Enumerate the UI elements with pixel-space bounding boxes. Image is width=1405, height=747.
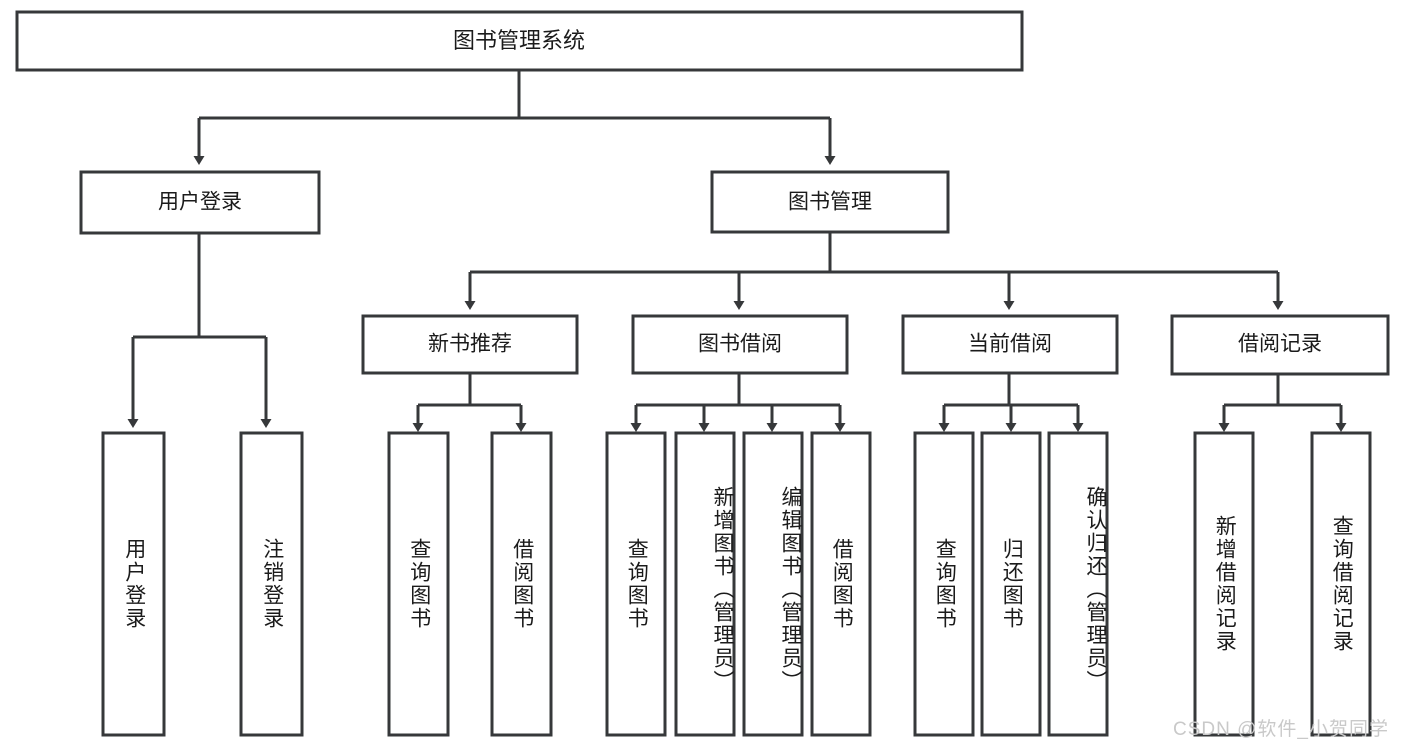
node-book-borrow[interactable]: 图书借阅 bbox=[631, 314, 849, 375]
node-borrow-record[interactable]: 借阅记录 bbox=[1170, 314, 1390, 376]
node-book-borrow-label: 图书借阅 bbox=[698, 333, 782, 356]
node-borrow-record-label: 借阅记录 bbox=[1238, 333, 1322, 356]
leaf-box-borrow-1[interactable] bbox=[605, 431, 667, 737]
node-book-manage-label: 图书管理 bbox=[788, 191, 872, 214]
leaf-box-new-book-1[interactable] bbox=[387, 431, 450, 737]
leaf-box-user-login-1[interactable] bbox=[101, 431, 166, 737]
csdn-watermark: CSDN @软件_小贺同学 bbox=[1173, 719, 1389, 740]
node-new-book-recommend-label: 新书推荐 bbox=[428, 333, 512, 356]
leaf-box-borrow-record-2[interactable] bbox=[1310, 431, 1372, 737]
node-user-login[interactable]: 用户登录 bbox=[79, 170, 321, 235]
leaf-box-new-book-2[interactable] bbox=[490, 431, 553, 737]
leaf-box-borrow-2[interactable] bbox=[674, 431, 736, 737]
leaf-box-current-borrow-3[interactable] bbox=[1047, 431, 1109, 737]
leaf-box-borrow-4[interactable] bbox=[810, 431, 872, 737]
node-user-login-label: 用户登录 bbox=[158, 191, 242, 214]
leaf-box-user-login-2[interactable] bbox=[239, 431, 304, 737]
node-book-manage[interactable]: 图书管理 bbox=[710, 170, 950, 234]
node-current-borrow[interactable]: 当前借阅 bbox=[901, 314, 1119, 375]
node-current-borrow-label: 当前借阅 bbox=[968, 333, 1052, 356]
node-root-label: 图书管理系统 bbox=[453, 28, 585, 53]
leaf-box-borrow-3[interactable] bbox=[742, 431, 804, 737]
node-root[interactable]: 图书管理系统 bbox=[15, 10, 1024, 72]
leaf-box-current-borrow-2[interactable] bbox=[980, 431, 1042, 737]
leaf-box-current-borrow-1[interactable] bbox=[913, 431, 975, 737]
node-new-book-recommend[interactable]: 新书推荐 bbox=[361, 314, 579, 375]
leaf-box-borrow-record-1[interactable] bbox=[1193, 431, 1255, 737]
